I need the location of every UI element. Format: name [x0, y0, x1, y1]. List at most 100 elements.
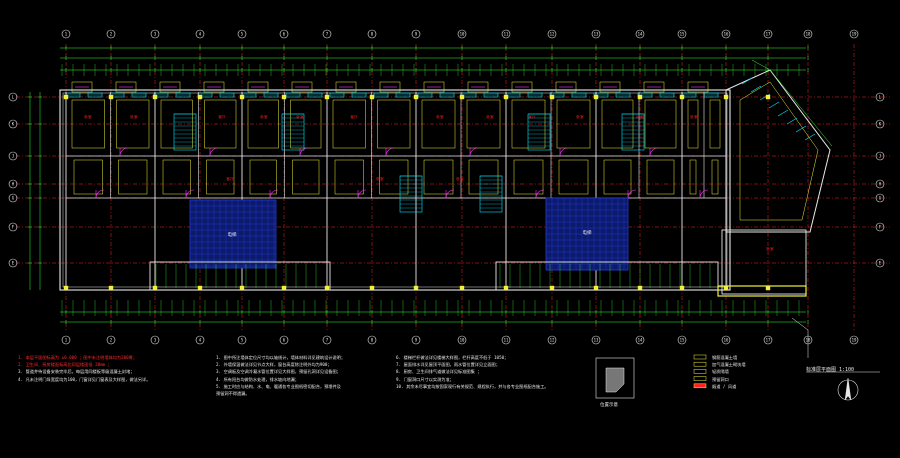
axis-label-bottom: 14 — [638, 338, 643, 343]
column — [593, 94, 599, 100]
column — [459, 94, 465, 100]
column — [108, 285, 114, 291]
door-swing — [469, 147, 479, 157]
axis-label-bottom: 16 — [724, 338, 729, 343]
axis-bubble-right — [875, 258, 885, 268]
axis-label-left: E — [12, 261, 15, 266]
column — [369, 285, 375, 291]
angled-window — [777, 109, 789, 117]
axis-bubble-left — [8, 193, 18, 203]
room-outline — [160, 99, 193, 149]
axis-label-bottom: 15 — [680, 338, 685, 343]
legend-swatch — [693, 369, 707, 374]
axis-bubble-bottom — [763, 335, 773, 345]
legend-swatch — [693, 354, 707, 360]
axis-bubble-top — [237, 29, 247, 39]
column — [152, 94, 158, 100]
axis-bubble-top — [677, 29, 687, 39]
stair — [527, 113, 551, 151]
column — [197, 285, 203, 291]
axis-label-bottom: 12 — [550, 338, 555, 343]
room-label: 卧室 — [436, 114, 444, 119]
legend-item: 预留洞口 — [712, 376, 729, 382]
column — [324, 285, 330, 291]
axis-label-top: 18 — [806, 32, 811, 37]
room-outline — [162, 159, 191, 195]
balcony-slab — [467, 81, 489, 93]
core-label: 电梯 — [228, 231, 237, 238]
north-arrow-icon — [844, 377, 852, 401]
column — [679, 94, 685, 100]
axis-bubble-bottom — [635, 335, 645, 345]
axis-label-right: F — [879, 225, 882, 230]
axis-bubble-bottom — [61, 335, 71, 345]
axis-label-top: 10 — [460, 32, 465, 37]
lower-wing — [495, 261, 719, 291]
column — [108, 94, 114, 100]
legend-item: 钢筋混凝土墙 — [712, 355, 738, 360]
axis-bubble-top — [322, 29, 332, 39]
room-outline — [206, 159, 235, 195]
balcony-slab — [291, 81, 313, 93]
note-line: 预留洞不得遗漏。 — [216, 391, 250, 397]
room-label: 卧室 — [636, 114, 644, 119]
axis-bubble-top — [721, 29, 731, 39]
drawing-title: 标准层平面图 1:100 — [806, 367, 855, 373]
column — [239, 94, 245, 100]
axis-bubble-left — [8, 258, 18, 268]
room-label: 卧室 — [486, 114, 494, 119]
room-label: 卧室 — [84, 114, 92, 119]
balcony-slab — [247, 81, 269, 93]
balcony-slab — [555, 81, 577, 93]
column — [723, 94, 729, 100]
axis-bubble-bottom — [106, 335, 116, 345]
legend-item: 加气混凝土砌块墙 — [712, 362, 746, 368]
axis-label-right: H — [879, 182, 882, 187]
door-swing — [649, 147, 659, 157]
legend-swatch — [693, 383, 707, 389]
room-outline — [73, 159, 103, 195]
axis-bubble-top — [457, 29, 467, 39]
axis-bubble-bottom — [195, 335, 205, 345]
axis-bubble-right — [875, 151, 885, 161]
room-outline — [711, 159, 719, 195]
axis-bubble-left — [8, 222, 18, 232]
angled-window — [750, 85, 762, 93]
balcony-slab — [423, 81, 445, 93]
axis-label-top: 16 — [724, 32, 729, 37]
column — [239, 285, 245, 291]
room-label: 客厅 — [226, 176, 234, 181]
room-label: 卧室 — [260, 114, 268, 119]
column — [369, 94, 375, 100]
axis-bubble-bottom — [411, 335, 421, 345]
room-label: 卧室 — [766, 246, 774, 251]
axis-label-top: 3 — [154, 32, 157, 37]
column — [637, 94, 643, 100]
general-notes-col3: 6. 楼梯栏杆做法详见楼梯大样图，栏杆高度不低于 1050； 7. 屋面排水详见… — [396, 354, 548, 390]
room-outline — [379, 159, 409, 195]
column — [152, 285, 158, 291]
legend-block: 钢筋混凝土墙 加气混凝土砌块墙 轻质隔墙 预留洞口 烟道 / 风道 — [712, 354, 746, 390]
door-swing — [209, 147, 219, 157]
angled-window — [768, 101, 780, 109]
axis-label-left: G — [12, 196, 15, 201]
note-line: 7. 屋面排水详见屋顶平面图，雨水管位置详见立面图； — [396, 362, 500, 368]
general-notes-col1: 1. 本层平面图标高为 ±0.000 ；图中未注明墙体均为200厚； 2. 卫生… — [18, 354, 150, 383]
axis-label-top: 13 — [594, 32, 599, 37]
column — [413, 94, 419, 100]
column — [63, 94, 69, 100]
room-outline — [249, 159, 277, 195]
axis-bubble-bottom — [547, 335, 557, 345]
room-label: 卧室 — [376, 176, 384, 181]
door-swing — [119, 147, 129, 157]
room-label: 客厅 — [218, 114, 226, 119]
note-line: 3. 管道井待设备安装完毕后，每层用同楼板等级混凝土封堵； — [18, 369, 135, 375]
angled-wing-inner — [739, 81, 819, 221]
axis-label-bottom: 5 — [241, 338, 244, 343]
legend-item: 轻质隔墙 — [712, 369, 729, 375]
balcony-slab — [687, 81, 709, 93]
room-outline — [513, 159, 544, 195]
axis-label-bottom: 1 — [65, 338, 68, 343]
dimension-line-diagonal — [769, 69, 833, 147]
note-line: 6. 楼梯栏杆做法详见楼梯大样图，栏杆高度不低于 1050； — [396, 355, 509, 360]
